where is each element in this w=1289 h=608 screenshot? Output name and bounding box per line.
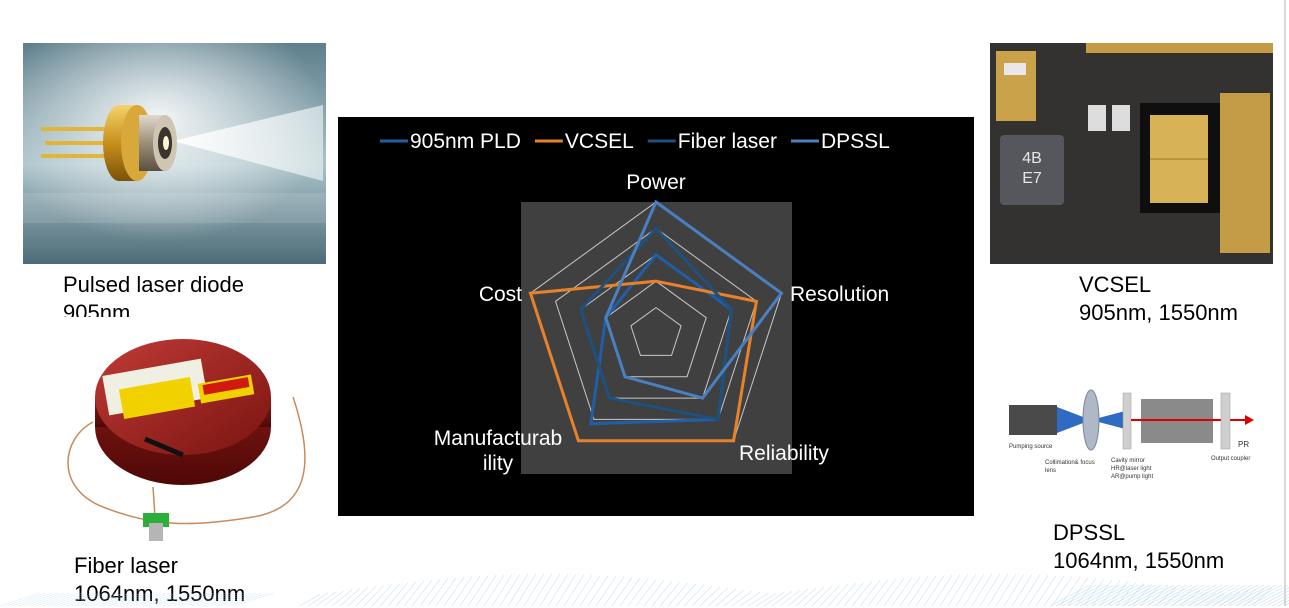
vcsel-chip-marking-line2: E7 (1022, 170, 1042, 187)
radar-axis-label-4-line-0: Cost (479, 283, 522, 306)
legend-label-1: VCSEL (565, 130, 634, 153)
pulsed-laser-diode-photo (23, 43, 326, 264)
radar-gridline-ring-1 (630, 306, 682, 356)
radar-axis-label-2-line-0: Reliability (739, 442, 829, 465)
dpssl-caption-line1: DPSSL (1053, 520, 1126, 545)
dpssl-diagram: Pumping source Collimation& focus lens C… (1005, 385, 1280, 485)
radar-series-2-line (578, 226, 733, 422)
pld-caption-line1: Pulsed laser diode (63, 272, 245, 297)
fiber-caption-line1: Fiber laser (74, 553, 178, 578)
dpssl-caption-line2: 1064nm, 1550nm (1053, 548, 1225, 573)
radar-axis-label-3-line-1: ility (483, 452, 514, 475)
vcsel-caption: VCSEL 905nm, 1550nm (1079, 271, 1238, 327)
vcsel-caption-line1: VCSEL (1079, 272, 1152, 297)
radar-axis-label-0-line-0: Power (626, 171, 686, 194)
legend-label-0: 905nm PLD (410, 130, 521, 153)
decorative-wave-lines (0, 573, 1289, 606)
vcsel-photo: 4B E7 (990, 43, 1273, 264)
radar-series-3-line (604, 199, 784, 400)
radar-series-0-line (589, 252, 733, 426)
collimation-label-line1: Collimation& focus (1045, 460, 1095, 466)
vcsel-chip-marking-line1: 4B (1022, 150, 1042, 167)
radar-gridline-ring-2 (605, 280, 707, 378)
pr-label: PR (1238, 440, 1249, 449)
collimation-label-line2: lens (1045, 468, 1056, 474)
vcsel-caption-line2: 905nm, 1550nm (1079, 300, 1238, 325)
cavity-mirror-label-line2: HR@laser light (1111, 466, 1152, 472)
dpssl-caption: DPSSL 1064nm, 1550nm (1053, 519, 1224, 575)
radar-series-1-line (528, 279, 759, 443)
radar-axis-label-1-line-0: Resolution (790, 283, 889, 306)
cavity-mirror-label-line1: Cavity mirror (1111, 458, 1145, 464)
cavity-mirror-label-line3: AR@pump light (1111, 474, 1153, 480)
output-coupler-label: Output coupler (1211, 456, 1250, 462)
radar-axis-label-3-line-0: Manufacturab (434, 427, 562, 450)
slide-edge (1284, 0, 1286, 606)
decorative-wave-footer (0, 573, 1289, 606)
legend-label-2: Fiber laser (678, 130, 777, 153)
legend-label-3: DPSSL (821, 130, 890, 153)
pumping-source-label: Pumping source (1009, 444, 1053, 450)
fiber-laser-photo (23, 317, 314, 551)
